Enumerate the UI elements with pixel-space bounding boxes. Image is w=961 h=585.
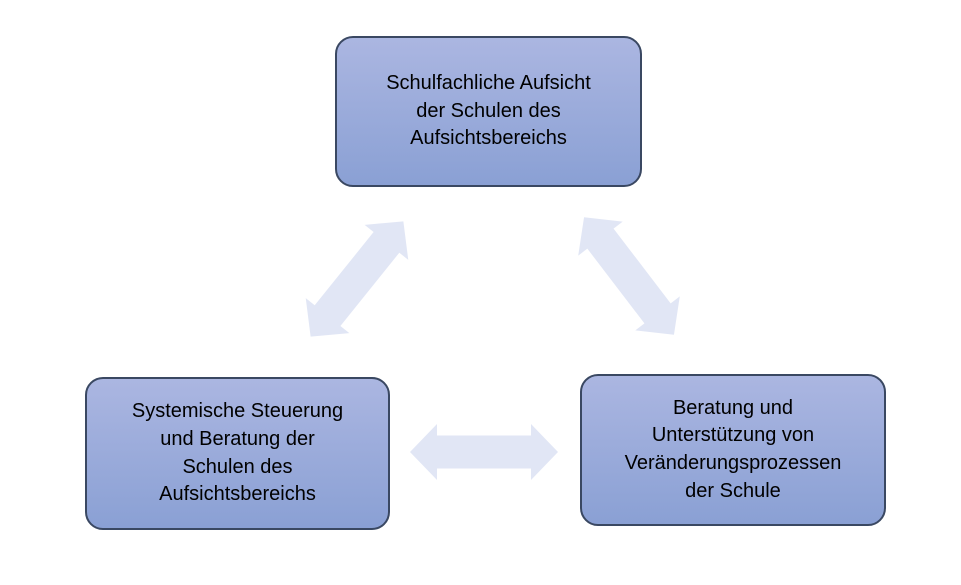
node-schulfachliche-aufsicht: Schulfachliche Aufsicht der Schulen des … [335,36,642,187]
double-arrow-bottomleft-to-bottomright-icon [410,424,558,480]
double-arrow-top-to-bottomleft-icon [288,203,426,355]
node-label: Beratung und Unterstützung von Veränderu… [624,396,842,502]
double-arrow-top-to-bottomright-icon [561,200,697,352]
node-systemische-steuerung: Systemische Steuerung und Beratung der S… [85,377,390,530]
node-label: Systemische Steuerung und Beratung der S… [131,400,344,506]
node-label: Schulfachliche Aufsicht der Schulen des … [386,72,591,150]
node-beratung-unterstuetzung: Beratung und Unterstützung von Veränderu… [580,374,886,526]
